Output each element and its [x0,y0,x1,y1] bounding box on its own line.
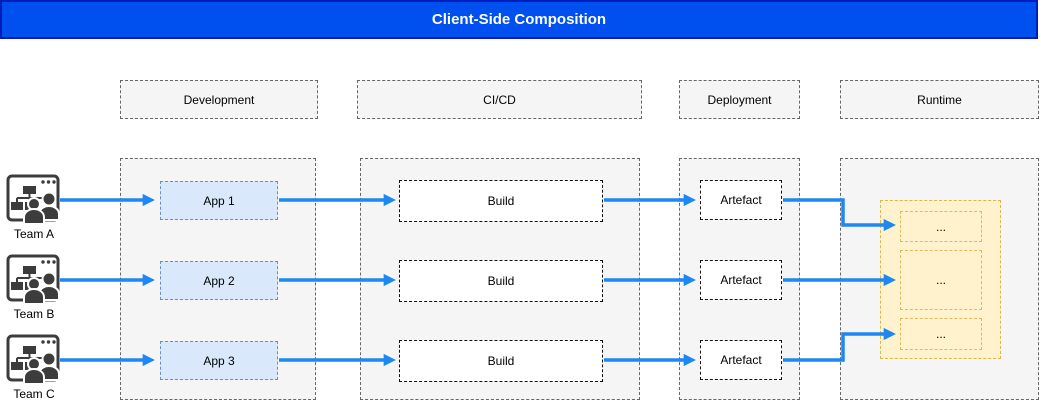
app-3-node: App 3 [160,341,278,380]
runtime-slot-1: ... [900,211,982,242]
artefact-label: Artefact [720,273,762,287]
build-3-node: Build [399,340,603,382]
column-header-label: Runtime [917,92,962,107]
app-label: App 1 [203,193,235,208]
build-label: Build [487,354,515,368]
team-c-block: Team C [2,332,66,401]
column-header-label: CI/CD [483,92,516,107]
column-header-cicd: CI/CD [357,80,642,119]
app-2-node: App 2 [160,261,278,300]
app-label: App 2 [203,273,235,288]
team-browser-users-icon [6,254,60,305]
team-label: Team B [13,307,55,321]
runtime-slot-label: ... [935,327,946,341]
team-browser-users-icon [6,334,60,385]
team-b-block: Team B [2,252,66,321]
team-a-block: Team A [2,172,66,241]
app-1-node: App 1 [160,181,278,220]
build-2-node: Build [399,260,603,302]
runtime-slot-3: ... [900,318,982,350]
artefact-3-node: Artefact [700,340,782,380]
runtime-slot-2: ... [900,250,982,310]
artefact-label: Artefact [720,353,762,367]
team-label: Team C [13,387,55,401]
build-1-node: Build [399,180,603,222]
artefact-label: Artefact [720,193,762,207]
team-label: Team A [13,227,55,241]
team-browser-users-icon [6,174,60,225]
runtime-slot-label: ... [935,219,946,234]
build-label: Build [487,274,515,288]
artefact-1-node: Artefact [700,180,782,220]
column-header-label: Development [183,92,255,107]
column-header-development: Development [120,80,318,119]
app-label: App 3 [203,353,235,368]
column-header-label: Deployment [707,92,772,107]
artefact-2-node: Artefact [700,260,782,300]
runtime-slot-label: ... [935,273,946,287]
build-label: Build [487,194,515,208]
diagram-title: Client-Side Composition [431,11,607,28]
column-header-runtime: Runtime [840,80,1039,119]
column-header-deployment: Deployment [679,80,800,119]
title-banner: Client-Side Composition [0,0,1038,39]
